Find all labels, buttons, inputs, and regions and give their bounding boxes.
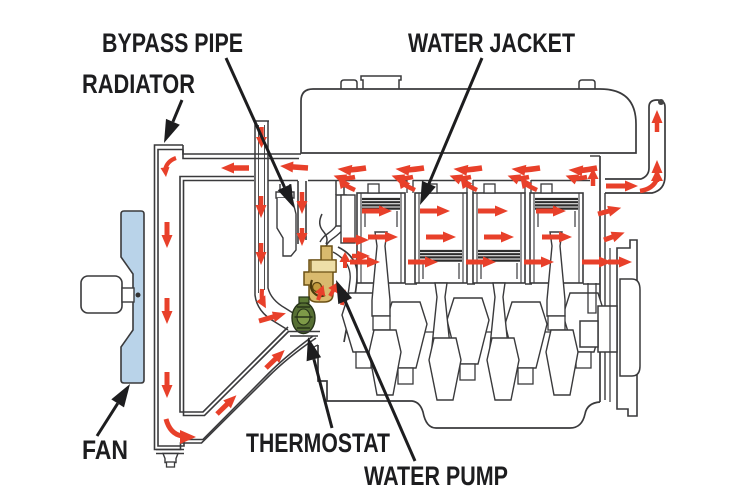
svg-text:THERMOSTAT: THERMOSTAT [246, 428, 390, 458]
svg-text:WATER JACKET: WATER JACKET [408, 28, 575, 58]
svg-text:RADIATOR: RADIATOR [82, 69, 195, 99]
svg-text:FAN: FAN [82, 435, 128, 465]
svg-text:WATER PUMP: WATER PUMP [364, 461, 508, 491]
svg-text:BYPASS PIPE: BYPASS PIPE [102, 28, 243, 58]
